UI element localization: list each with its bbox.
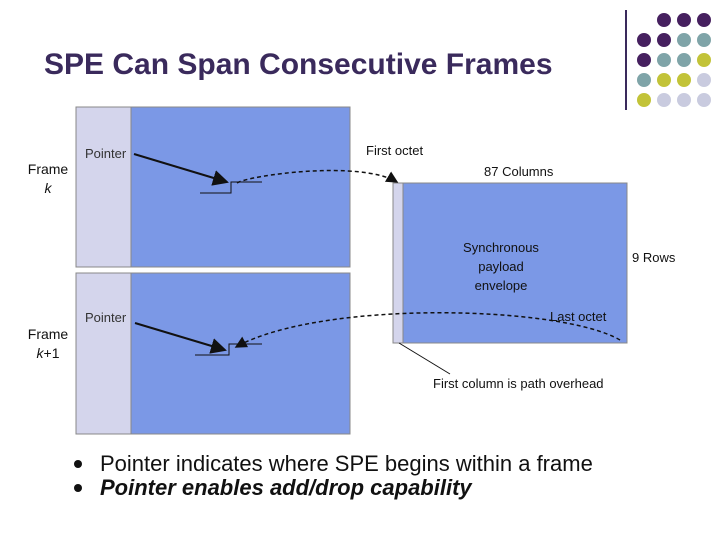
page-title: SPE Can Span Consecutive Frames — [44, 48, 553, 81]
decorative-dot — [677, 13, 691, 27]
pointer-arrow-k — [133, 153, 229, 186]
title-divider — [625, 10, 627, 110]
spe-label-line3: envelope — [474, 278, 528, 293]
decorative-dot — [657, 53, 671, 67]
pointer-label-k1: Pointer — [85, 310, 127, 325]
decorative-dot — [637, 33, 651, 47]
decorative-dot — [637, 53, 651, 67]
frame-k1-suffix: +1 — [43, 345, 60, 361]
frame-k-spe-start-mark — [200, 181, 262, 194]
spe-label-line2: payload — [478, 259, 524, 274]
decorative-dot — [697, 93, 711, 107]
spe-label-line1: Synchronous — [463, 240, 539, 255]
frame-k-payload — [130, 106, 351, 268]
frame-k-label: Frame k — [24, 160, 72, 198]
decorative-dot — [637, 73, 651, 87]
frame-k-overhead — [75, 106, 132, 268]
spe-path-overhead-column — [392, 182, 404, 344]
bullet-dot — [74, 484, 82, 492]
rows-label: 9 Rows — [632, 250, 676, 265]
first-octet-curve — [236, 169, 399, 184]
decorative-dot — [657, 93, 671, 107]
last-octet-label: Last octet — [550, 309, 607, 324]
decorative-dot — [657, 33, 671, 47]
pointer-label-k: Pointer — [85, 146, 127, 161]
decorative-dot — [657, 73, 671, 87]
decorative-dot — [697, 33, 711, 47]
bullet-item: Pointer enables add/drop capability — [74, 475, 593, 500]
bullet-text: Pointer indicates where SPE begins withi… — [100, 451, 593, 476]
bullet-item: Pointer indicates where SPE begins withi… — [74, 451, 593, 476]
frame-k1-word: Frame — [27, 326, 69, 342]
decorative-dot — [657, 13, 671, 27]
decorative-dot — [697, 53, 711, 67]
decorative-dot — [637, 93, 651, 107]
bullet-dot — [74, 460, 82, 468]
first-octet-label: First octet — [366, 143, 424, 158]
decorative-dot — [677, 73, 691, 87]
frame-k-var: k — [44, 180, 52, 196]
frame-k1-var: k — [36, 345, 44, 361]
spe-label: Synchronous payload envelope — [446, 238, 556, 295]
decorative-dot — [677, 33, 691, 47]
frame-k1-payload — [130, 272, 351, 435]
decorative-dot — [697, 73, 711, 87]
path-overhead-label: First column is path overhead — [433, 376, 604, 391]
bullet-text: Pointer enables add/drop capability — [100, 475, 472, 500]
frame-k1-overhead — [75, 272, 132, 435]
decorative-dot — [697, 13, 711, 27]
decorative-dot — [677, 53, 691, 67]
path-overhead-leader — [398, 342, 451, 375]
decorative-dot — [677, 93, 691, 107]
pointer-arrow-k1 — [134, 322, 227, 354]
frame-k-word: Frame — [27, 161, 69, 177]
decorative-dot-grid — [637, 13, 711, 107]
frame-k1-label: Frame k+1 — [24, 325, 72, 363]
bullet-list: Pointer indicates where SPE begins withi… — [74, 451, 593, 500]
last-octet-curve — [234, 312, 621, 348]
columns-label: 87 Columns — [484, 164, 554, 179]
